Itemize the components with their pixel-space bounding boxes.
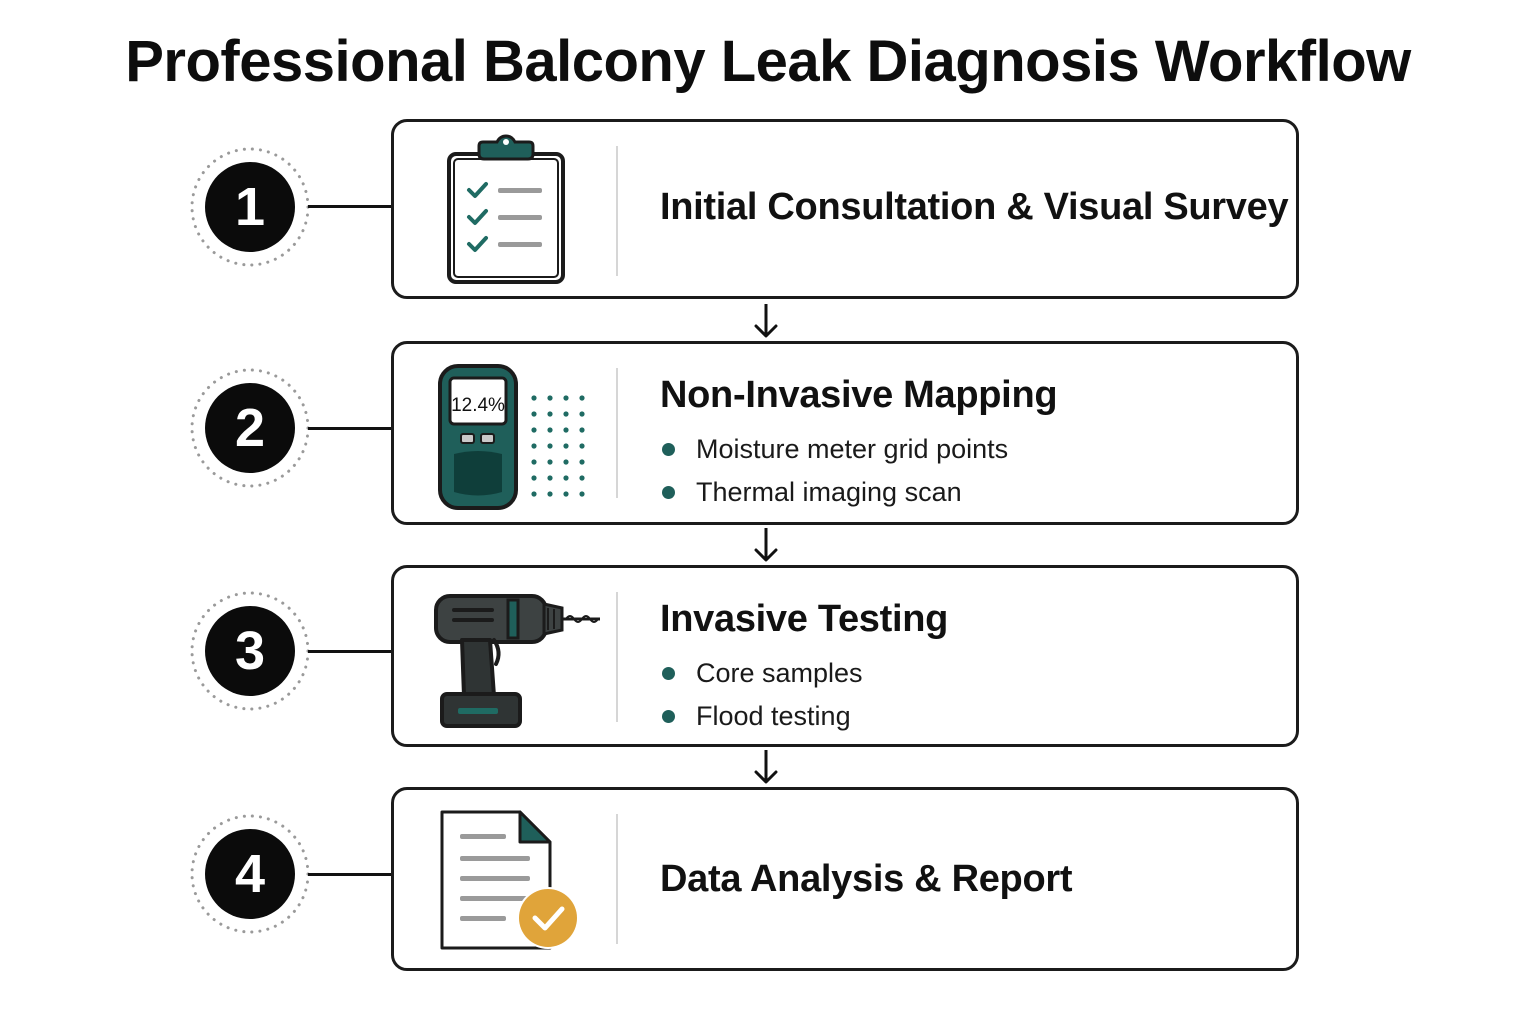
step-2-connector [308, 427, 392, 430]
bullet-text: Moisture meter grid points [696, 434, 1009, 464]
step-1-heading: Initial Consultation & Visual Survey [660, 186, 1289, 228]
step-4-number-badge: 4 [190, 814, 310, 934]
moisture-meter-icon: 12.4% [424, 354, 614, 514]
report-document-icon [424, 800, 614, 960]
step-3-heading: Invasive Testing [660, 598, 949, 640]
card-divider [616, 146, 618, 276]
card-divider [616, 592, 618, 722]
arrow-down-icon [754, 750, 778, 784]
bullet-text: Thermal imaging scan [696, 477, 962, 507]
step-2-number: 2 [234, 398, 266, 458]
meter-reading: 12.4% [451, 395, 505, 416]
step-4-connector [308, 873, 392, 876]
step-1-number: 1 [234, 177, 266, 237]
arrow-down-icon [754, 528, 778, 562]
bullet-dot [662, 486, 675, 499]
drill-icon [424, 578, 614, 738]
step-4-heading: Data Analysis & Report [660, 858, 1073, 900]
step-4-number: 4 [234, 844, 266, 904]
bullet-dot [662, 443, 675, 456]
diagram-title: Professional Balcony Leak Diagnosis Work… [125, 29, 1411, 94]
bullet-dot [662, 667, 675, 680]
step-3-card: Invasive Testing Core samples Flood test… [391, 565, 1299, 747]
bullet-text: Flood testing [696, 701, 851, 731]
step-3-bullet-list: Core samples Flood testing [660, 652, 863, 738]
step-1-connector [308, 205, 392, 208]
card-divider [616, 814, 618, 944]
list-item: Core samples [660, 652, 863, 695]
step-1-number-badge: 1 [190, 147, 310, 267]
step-2-bullet-list: Moisture meter grid points Thermal imagi… [660, 428, 1008, 514]
bullet-dot [662, 710, 675, 723]
list-item: Flood testing [660, 695, 863, 738]
step-1-card: Initial Consultation & Visual Survey [391, 119, 1299, 299]
list-item: Thermal imaging scan [660, 471, 1008, 514]
clipboard-checklist-icon [424, 132, 614, 292]
list-item: Moisture meter grid points [660, 428, 1008, 471]
step-3-number: 3 [234, 621, 266, 681]
step-3-number-badge: 3 [190, 591, 310, 711]
step-2-number-badge: 2 [190, 368, 310, 488]
step-2-heading: Non-Invasive Mapping [660, 374, 1058, 416]
step-2-card: 12.4% Non-Invasive Mapping Moisture mete… [391, 341, 1299, 525]
step-3-connector [308, 650, 392, 653]
arrow-down-icon [754, 304, 778, 338]
bullet-text: Core samples [696, 658, 863, 688]
step-4-card: Data Analysis & Report [391, 787, 1299, 971]
card-divider [616, 368, 618, 498]
